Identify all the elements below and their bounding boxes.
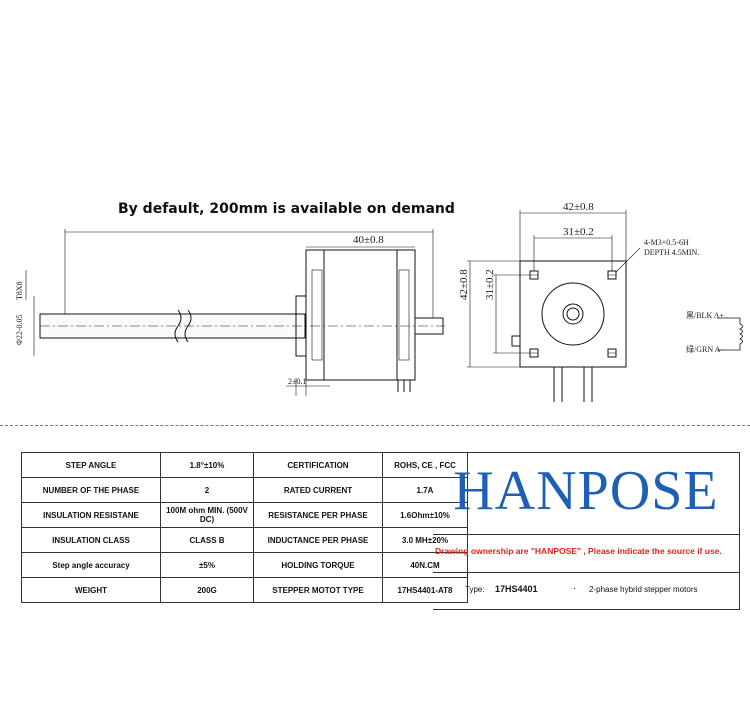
dim-hole-spacing-side: 31±0.2	[484, 269, 496, 300]
spec-value: 40N.CM	[382, 552, 468, 578]
spec-value: ±5%	[160, 552, 254, 578]
ownership-note: Drawing ownership are "HANPOSE" , Please…	[435, 546, 722, 556]
spec-key: WEIGHT	[21, 577, 161, 603]
dim-holes-note-2: DEPTH 4.5MIN.	[644, 248, 699, 257]
wire-label-black: 黑/BLK A+	[686, 311, 725, 320]
spec-key: NUMBER OF THE PHASE	[21, 477, 161, 503]
title-block: HANPOSE Drawing ownership are "HANPOSE" …	[433, 452, 740, 610]
spec-value: 17HS4401-AT8	[382, 577, 468, 603]
spec-value: 1.8°±10%	[160, 452, 254, 478]
spec-key: Step angle accuracy	[21, 552, 161, 578]
table-row: INSULATION CLASS CLASS B INDUCTANCE PER …	[21, 527, 468, 553]
coil-symbol	[717, 317, 743, 351]
dim-flange-height: 42±0.8	[458, 269, 470, 300]
spec-value: CLASS B	[160, 527, 254, 553]
type-label: Type:	[465, 585, 485, 594]
spec-key: RATED CURRENT	[253, 477, 383, 503]
boss-circle	[541, 282, 605, 346]
table-row: WEIGHT 200G STEPPER MOTOT TYPE 17HS4401-…	[21, 577, 468, 603]
spec-key: INSULATION CLASS	[21, 527, 161, 553]
dim-flange-width: 42±0.8	[563, 201, 594, 213]
spec-key: CERTIFICATION	[253, 452, 383, 478]
dim-thread: T8X8	[15, 281, 24, 300]
spec-key: STEP ANGLE	[21, 452, 161, 478]
break-mark	[174, 309, 192, 343]
dim-body-length: 40±0.8	[353, 234, 384, 246]
shaft-circle	[562, 303, 584, 325]
spec-key: HOLDING TORQUE	[253, 552, 383, 578]
technical-drawing: 40±0.8 42±0.8 31±0.2 42±0.8 31±0.2 4-M3×…	[15, 201, 743, 402]
spec-key: STEPPER MOTOT TYPE	[253, 577, 383, 603]
table-row: STEP ANGLE 1.8°±10% CERTIFICATION ROHS, …	[21, 452, 468, 478]
motor-body	[305, 249, 416, 381]
spec-value: 200G	[160, 577, 254, 603]
spec-value: 1.6Ohm±10%	[382, 502, 468, 528]
spec-key: RESISTANCE PER PHASE	[253, 502, 383, 528]
dim-boss-thickness: 2±0.1	[288, 377, 306, 386]
spec-key: INSULATION RESISTANE	[21, 502, 161, 528]
dim-holes-note-1: 4-M3×0.5-6H	[644, 238, 689, 247]
rear-shaft	[414, 317, 444, 335]
wire-label-green: 绿/GRN A-	[686, 345, 723, 354]
table-row: Step angle accuracy ±5% HOLDING TORQUE 4…	[21, 552, 468, 578]
caption: By default, 200mm is available on demand	[118, 201, 455, 217]
type-description: 2-phase hybrid stepper motors	[589, 585, 698, 594]
type-separator: .	[573, 581, 576, 592]
spec-value: 2	[160, 477, 254, 503]
dim-hole-spacing-top: 31±0.2	[563, 226, 594, 238]
table-row: NUMBER OF THE PHASE 2 RATED CURRENT 1.7A	[21, 477, 468, 503]
spec-table: STEP ANGLE 1.8°±10% CERTIFICATION ROHS, …	[21, 452, 468, 603]
dim-boss-diameter: Φ22-0.05	[15, 314, 24, 345]
spec-value: 100M ohm MIN. (500V DC)	[160, 502, 254, 528]
type-value: 17HS4401	[495, 584, 538, 594]
spec-key: INDUCTANCE PER PHASE	[253, 527, 383, 553]
front-flange	[519, 260, 627, 368]
table-row: INSULATION RESISTANE 100M ohm MIN. (500V…	[21, 502, 468, 528]
section-divider	[0, 425, 750, 426]
brand-logo: HANPOSE	[453, 460, 719, 522]
